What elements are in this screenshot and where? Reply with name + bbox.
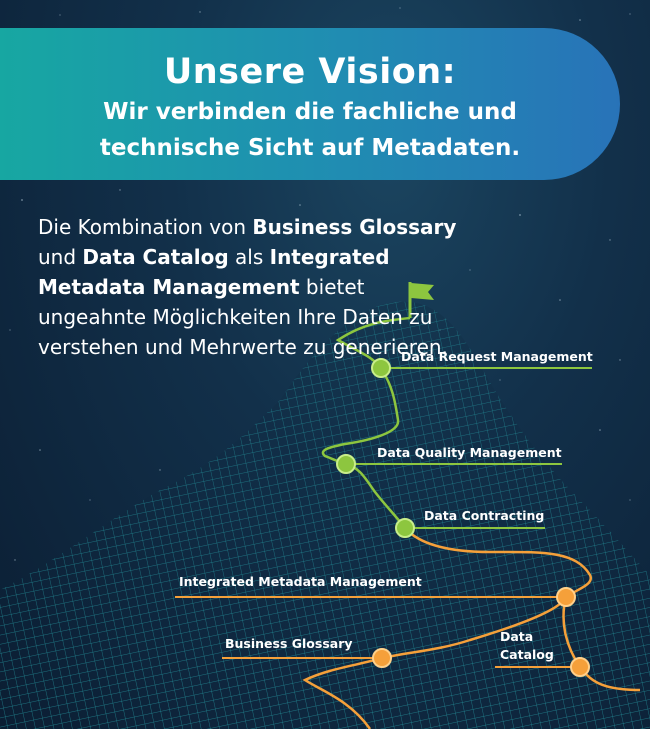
- flag-icon: [408, 282, 434, 318]
- node-data-contracting: [395, 518, 415, 538]
- banner-subtitle-line1: Wir verbinden die fachliche und: [103, 99, 517, 125]
- intro-part: bietet ungeahnte Möglichkeiten Ihre Date…: [38, 275, 448, 359]
- label-data-catalog-line1: Data: [500, 629, 534, 644]
- vision-banner: Unsere Vision: Wir verbinden die fachlic…: [0, 28, 620, 180]
- intro-part: als: [228, 245, 270, 269]
- orange-trail: [302, 527, 592, 729]
- node-data-request-management: [371, 358, 391, 378]
- node-business-glossary: [372, 648, 392, 668]
- intro-part: und: [38, 245, 83, 269]
- label-data-catalog-line2: Catalog: [500, 647, 554, 662]
- label-data-request-management: Data Request Management: [401, 349, 593, 364]
- label-business-glossary: Business Glossary: [225, 636, 353, 651]
- node-integrated-metadata-management: [556, 587, 576, 607]
- label-data-quality-management: Data Quality Management: [377, 445, 562, 460]
- intro-part: Die Kombination von: [38, 215, 253, 239]
- banner-title: Unsere Vision:: [163, 52, 457, 92]
- label-data-catalog: Data Catalog: [500, 628, 554, 664]
- node-data-catalog: [570, 657, 590, 677]
- banner-subtitle: Wir verbinden die fachliche und technisc…: [0, 94, 620, 166]
- banner-subtitle-line2: technische Sicht auf Metadaten.: [99, 135, 521, 161]
- green-trail: [321, 316, 411, 529]
- intro-text: Die Kombination von Business Glossary un…: [38, 212, 478, 362]
- label-integrated-metadata-management: Integrated Metadata Management: [179, 574, 422, 589]
- label-data-contracting: Data Contracting: [424, 508, 545, 523]
- intro-bold-business-glossary: Business Glossary: [252, 215, 457, 239]
- intro-bold-integrated-metadata-management: Integrated Metadata Management: [38, 245, 390, 299]
- intro-bold-data-catalog: Data Catalog: [82, 245, 229, 269]
- node-data-quality-management: [336, 454, 356, 474]
